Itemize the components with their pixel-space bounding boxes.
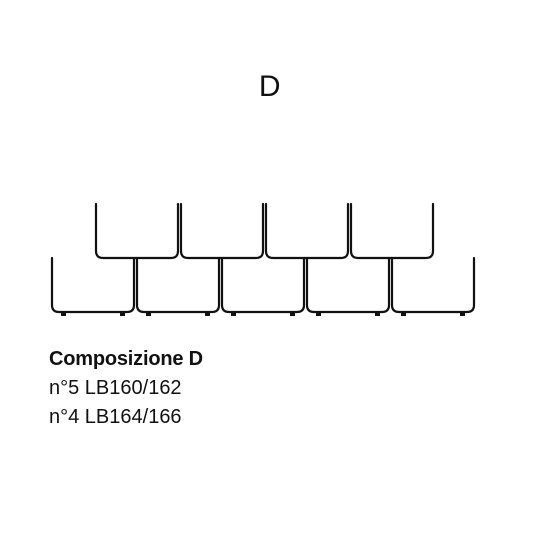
unit-foot [120,312,125,316]
front-unit [305,256,391,314]
back-unit [264,202,350,260]
composition-title: Composizione D [49,348,203,370]
front-unit [135,256,221,314]
unit-foot [316,312,321,316]
unit-foot [460,312,465,316]
unit-foot [290,312,295,316]
composition-drawing [50,202,476,316]
unit-foot [401,312,406,316]
front-unit [50,256,136,314]
unit-foot [146,312,151,316]
composition-heading: D [258,70,282,103]
back-unit [94,202,180,260]
back-unit [179,202,265,260]
composition-line-1: n°5 LB160/162 [49,377,182,399]
composition-line-2: n°4 LB164/166 [49,406,182,428]
unit-foot [231,312,236,316]
front-unit [220,256,306,314]
unit-foot [61,312,66,316]
unit-foot [205,312,210,316]
back-unit [349,202,435,260]
unit-foot [375,312,380,316]
front-unit [390,256,476,314]
composition-caption: Composizione D n°5 LB160/162 n°4 LB164/1… [49,345,203,432]
